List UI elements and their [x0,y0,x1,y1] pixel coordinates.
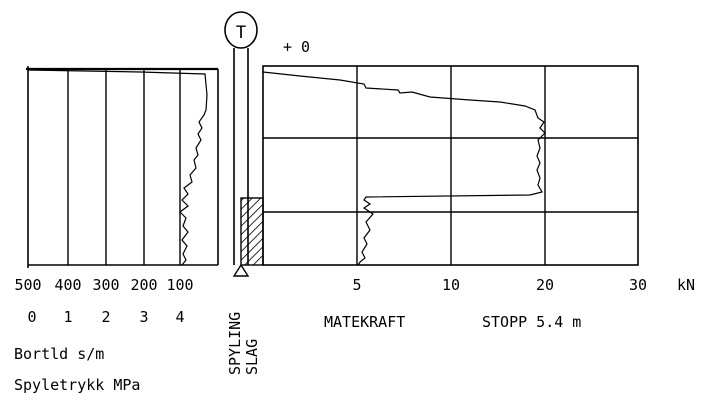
flushing-label: SPYLING [226,312,244,375]
force-tick-label: 5 [352,276,361,294]
pressure-tick-label: 3 [139,308,148,326]
feed-force-label: MATEKRAFT [324,313,405,331]
time-tick-labels: 500 400 300 200 100 [14,276,193,294]
hammer-label: SLAG [243,339,261,375]
t-symbol: T [224,11,258,49]
time-tick-label: 500 [14,276,41,294]
pressure-axis-label: Spyletrykk MPa [14,376,140,394]
pressure-tick-label: 1 [63,308,72,326]
left-panel [26,66,219,268]
pressure-tick-label: 0 [27,308,36,326]
force-curve [262,71,546,266]
offset-label: + 0 [283,38,310,56]
right-panel [262,65,639,266]
pressure-tick-label: 2 [101,308,110,326]
time-curve [27,69,208,266]
flushing-hatch-block [240,197,264,266]
middle-column [232,48,264,277]
time-tick-label: 400 [54,276,81,294]
t-symbol-letter: T [236,23,246,43]
t-symbol-circle [224,11,258,49]
pressure-tick-label: 4 [175,308,184,326]
force-tick-label: 20 [536,276,554,294]
marker-triangle [232,263,250,277]
time-tick-label: 100 [166,276,193,294]
stop-depth-label: STOPP 5.4 m [482,313,581,331]
pressure-tick-labels: 0 1 2 3 4 [27,308,184,326]
force-tick-label: 10 [442,276,460,294]
time-axis-label: Bortld s/m [14,345,104,363]
force-unit-label: kN [677,276,695,294]
time-tick-label: 200 [130,276,157,294]
force-tick-labels: 5 10 20 30 [352,276,647,294]
time-tick-label: 300 [92,276,119,294]
force-tick-label: 30 [629,276,647,294]
